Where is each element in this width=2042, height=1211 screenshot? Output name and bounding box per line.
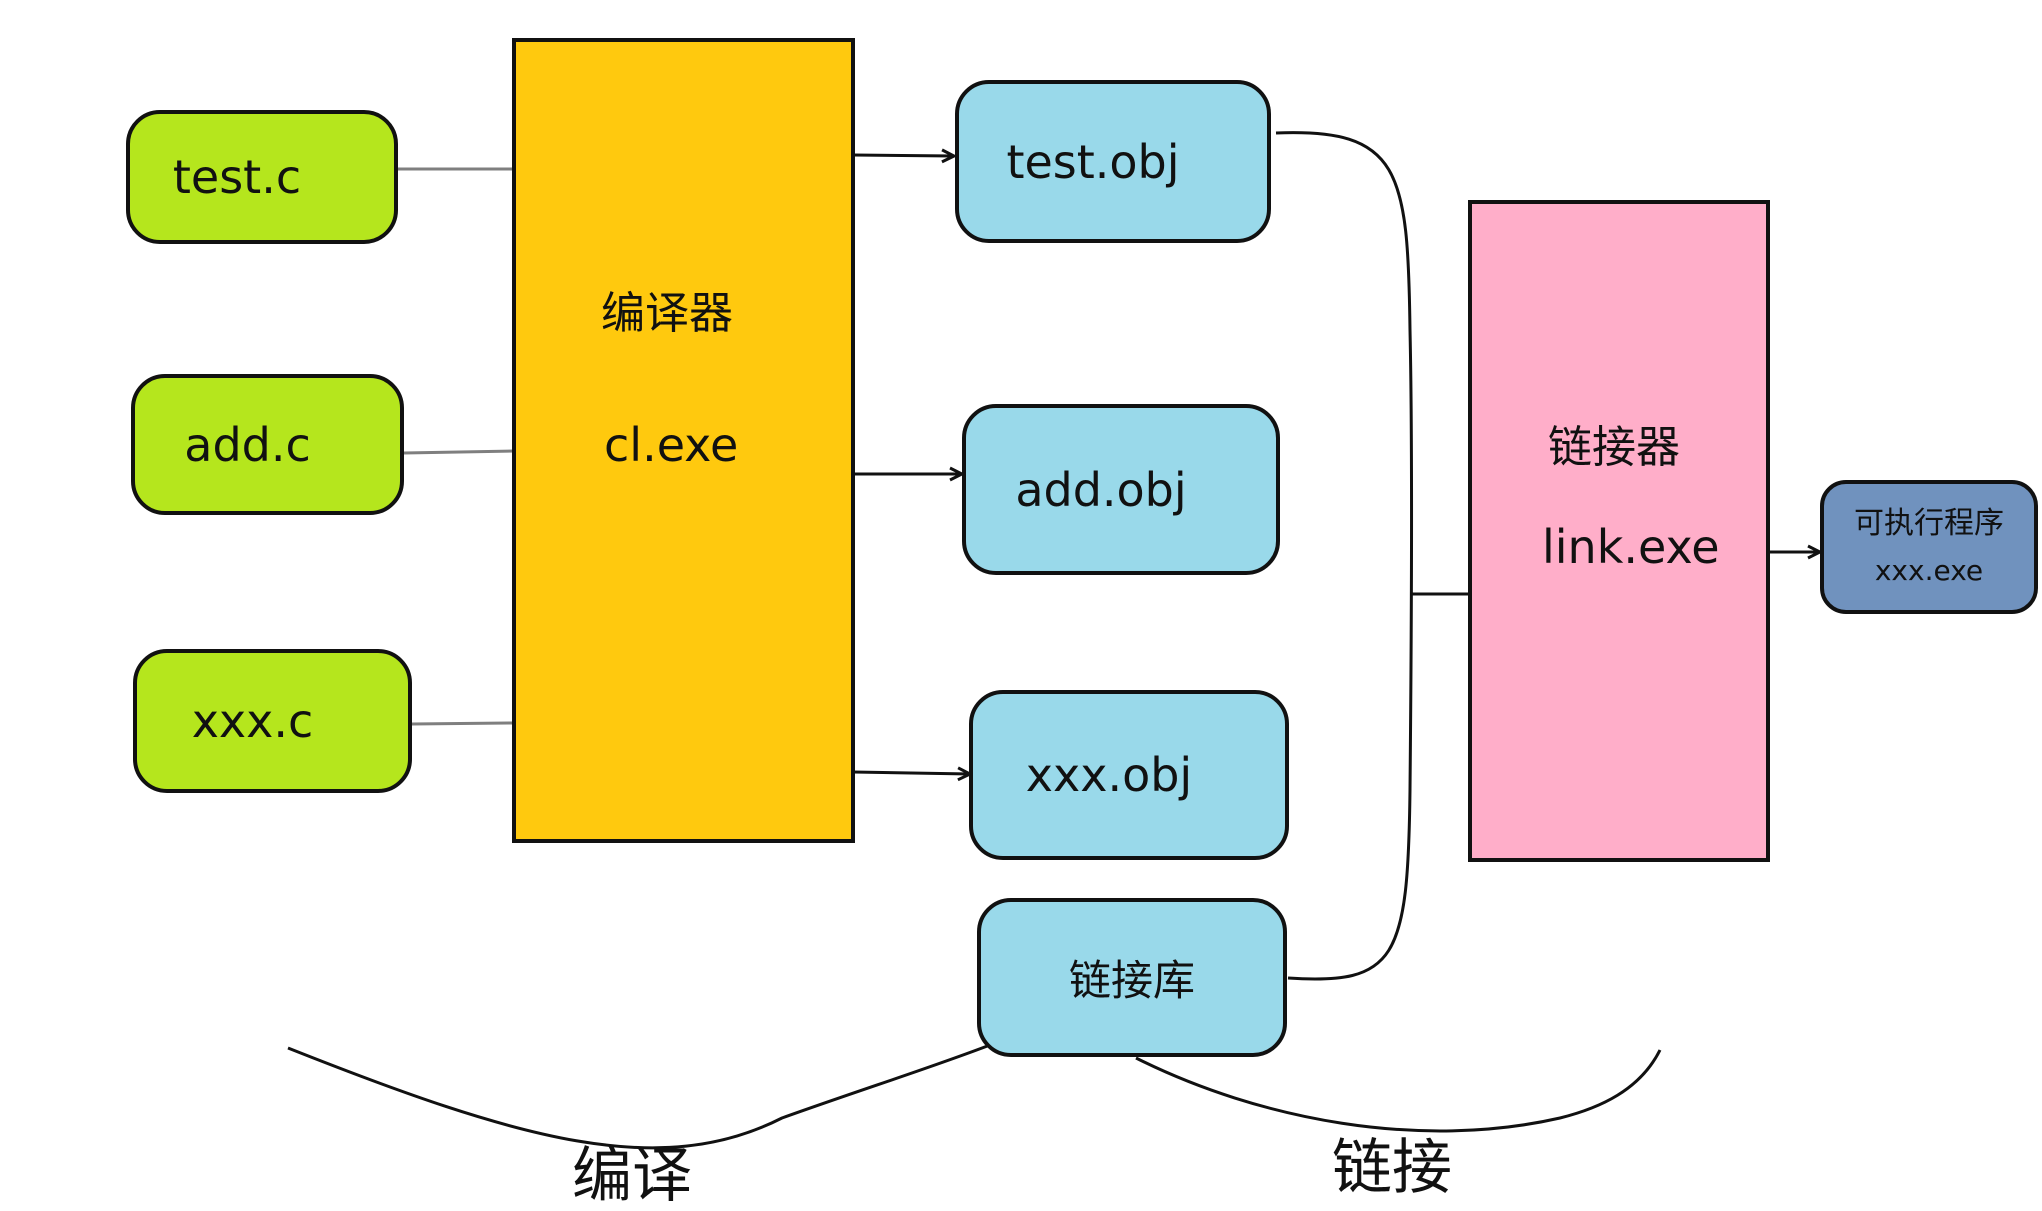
executable-name: 可执行程序 <box>1854 506 2004 541</box>
source-file-add-c: add.c <box>131 374 404 515</box>
linker-box: 链接器 link.exe <box>1468 200 1770 862</box>
compile-stage-label: 编译 <box>572 1141 692 1211</box>
object-file-label: xxx.obj <box>1025 748 1193 802</box>
edge-compiler-to-xxx-obj <box>852 772 970 774</box>
object-file-test-obj: test.obj <box>955 80 1271 243</box>
compile-stage-curve <box>287 1043 991 1150</box>
executable-file: xxx.exe <box>1874 554 1984 587</box>
source-file-test-c: test.c <box>126 110 398 244</box>
compiler-box: 编译器 cl.exe <box>512 38 855 843</box>
object-file-add-obj: add.obj <box>962 404 1280 575</box>
linker-program: link.exe <box>1542 520 1720 574</box>
source-file-label: add.c <box>184 417 311 472</box>
link-library: 链接库 <box>977 898 1287 1057</box>
source-file-label: xxx.c <box>191 694 314 748</box>
link-stage-label: 链接 <box>1332 1133 1452 1203</box>
edge-add-c-to-compiler <box>403 449 515 455</box>
source-file-xxx-c: xxx.c <box>133 649 412 793</box>
compiler-name: 编译器 <box>601 288 733 339</box>
edge-compiler-to-test-obj <box>852 155 954 156</box>
object-file-label: test.obj <box>1006 134 1180 189</box>
source-file-label: test.c <box>172 150 302 204</box>
link-stage-curve <box>1135 1049 1662 1133</box>
link-library-label: 链接库 <box>1068 956 1195 1005</box>
edge-xxx-c-to-compiler <box>411 721 515 726</box>
compiler-program: cl.exe <box>604 418 739 472</box>
brace-to-linker <box>1275 131 1413 981</box>
object-file-xxx-obj: xxx.obj <box>969 690 1289 860</box>
object-file-label: add.obj <box>1015 462 1187 517</box>
linker-name: 链接器 <box>1548 422 1680 473</box>
executable-program: 可执行程序 xxx.exe <box>1820 480 2038 614</box>
